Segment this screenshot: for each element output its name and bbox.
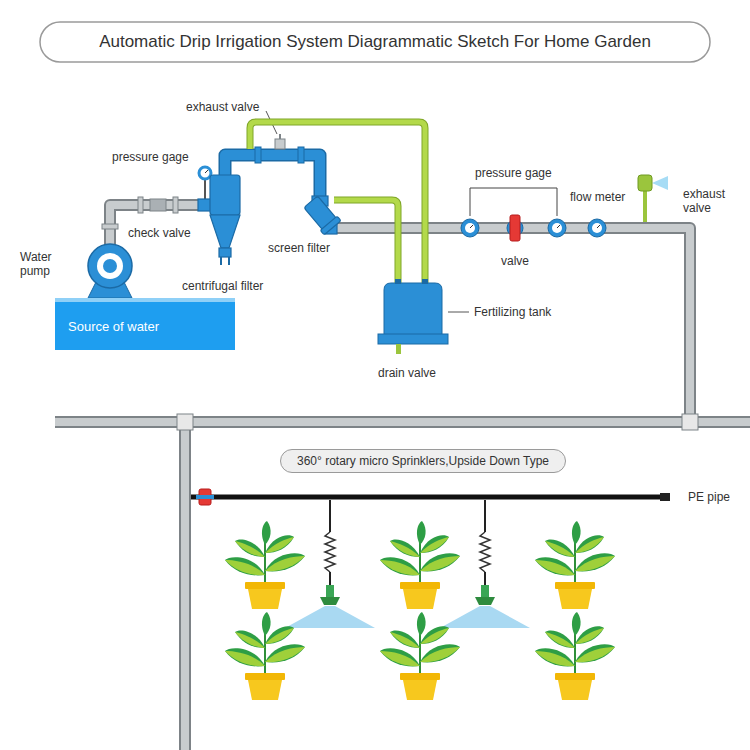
part-label: exhaust valve: [683, 187, 735, 215]
plant: [535, 612, 615, 700]
title-box: Automatic Drip Irrigation System Diagram…: [40, 22, 710, 62]
title-frame: [40, 22, 710, 62]
pressure-gage-symbol: [548, 219, 566, 237]
plant: [225, 612, 305, 700]
part-label: Fertilizing tank: [474, 305, 551, 319]
micro-sprinkler: [285, 500, 375, 628]
pe-pipe: [191, 489, 670, 505]
plant: [380, 612, 460, 700]
centrifugal-filter-symbol: [198, 175, 240, 265]
fertilizing-tank-symbol: [378, 279, 448, 354]
exhaust-valve-symbol: [275, 134, 285, 149]
pressure-gage-symbol: [199, 167, 211, 199]
exhaust-valve-symbol: [638, 175, 668, 222]
part-label: PE pipe: [688, 490, 730, 504]
part-label: drain valve: [378, 366, 436, 380]
sprinkler-caption-box: 360° rotary micro Sprinklers,Upside Down…: [280, 449, 566, 473]
leader-line: [448, 312, 469, 313]
node-text: Source of water: [68, 319, 159, 334]
part-label: Water pump: [20, 250, 68, 278]
grey-pipes: [55, 205, 750, 750]
flow-meter-symbol: [588, 219, 606, 237]
part-label: pressure gage: [112, 150, 189, 164]
micro-sprinkler: [440, 500, 530, 628]
plant: [535, 521, 615, 609]
part-label: screen filter: [268, 241, 330, 255]
valve-symbol: [507, 215, 523, 241]
diagram-title: Automatic Drip Irrigation System Diagram…: [99, 32, 651, 52]
part-label: flow meter: [570, 190, 625, 204]
part-label: pressure gage: [475, 166, 552, 180]
plant: [380, 521, 460, 609]
part-label: centrifugal filter: [182, 279, 263, 293]
part-label: valve: [501, 254, 529, 268]
node-text: 360° rotary micro Sprinklers,Upside Down…: [297, 454, 549, 468]
pressure-gage-symbol: [461, 219, 479, 237]
water-source: Source of water: [55, 298, 235, 350]
part-label: exhaust valve: [186, 100, 259, 114]
plant: [225, 521, 305, 609]
fertilizer-tubes: [250, 122, 425, 283]
bracket: [470, 188, 557, 216]
water-pump: [88, 244, 132, 298]
part-label: check valve: [128, 226, 191, 240]
